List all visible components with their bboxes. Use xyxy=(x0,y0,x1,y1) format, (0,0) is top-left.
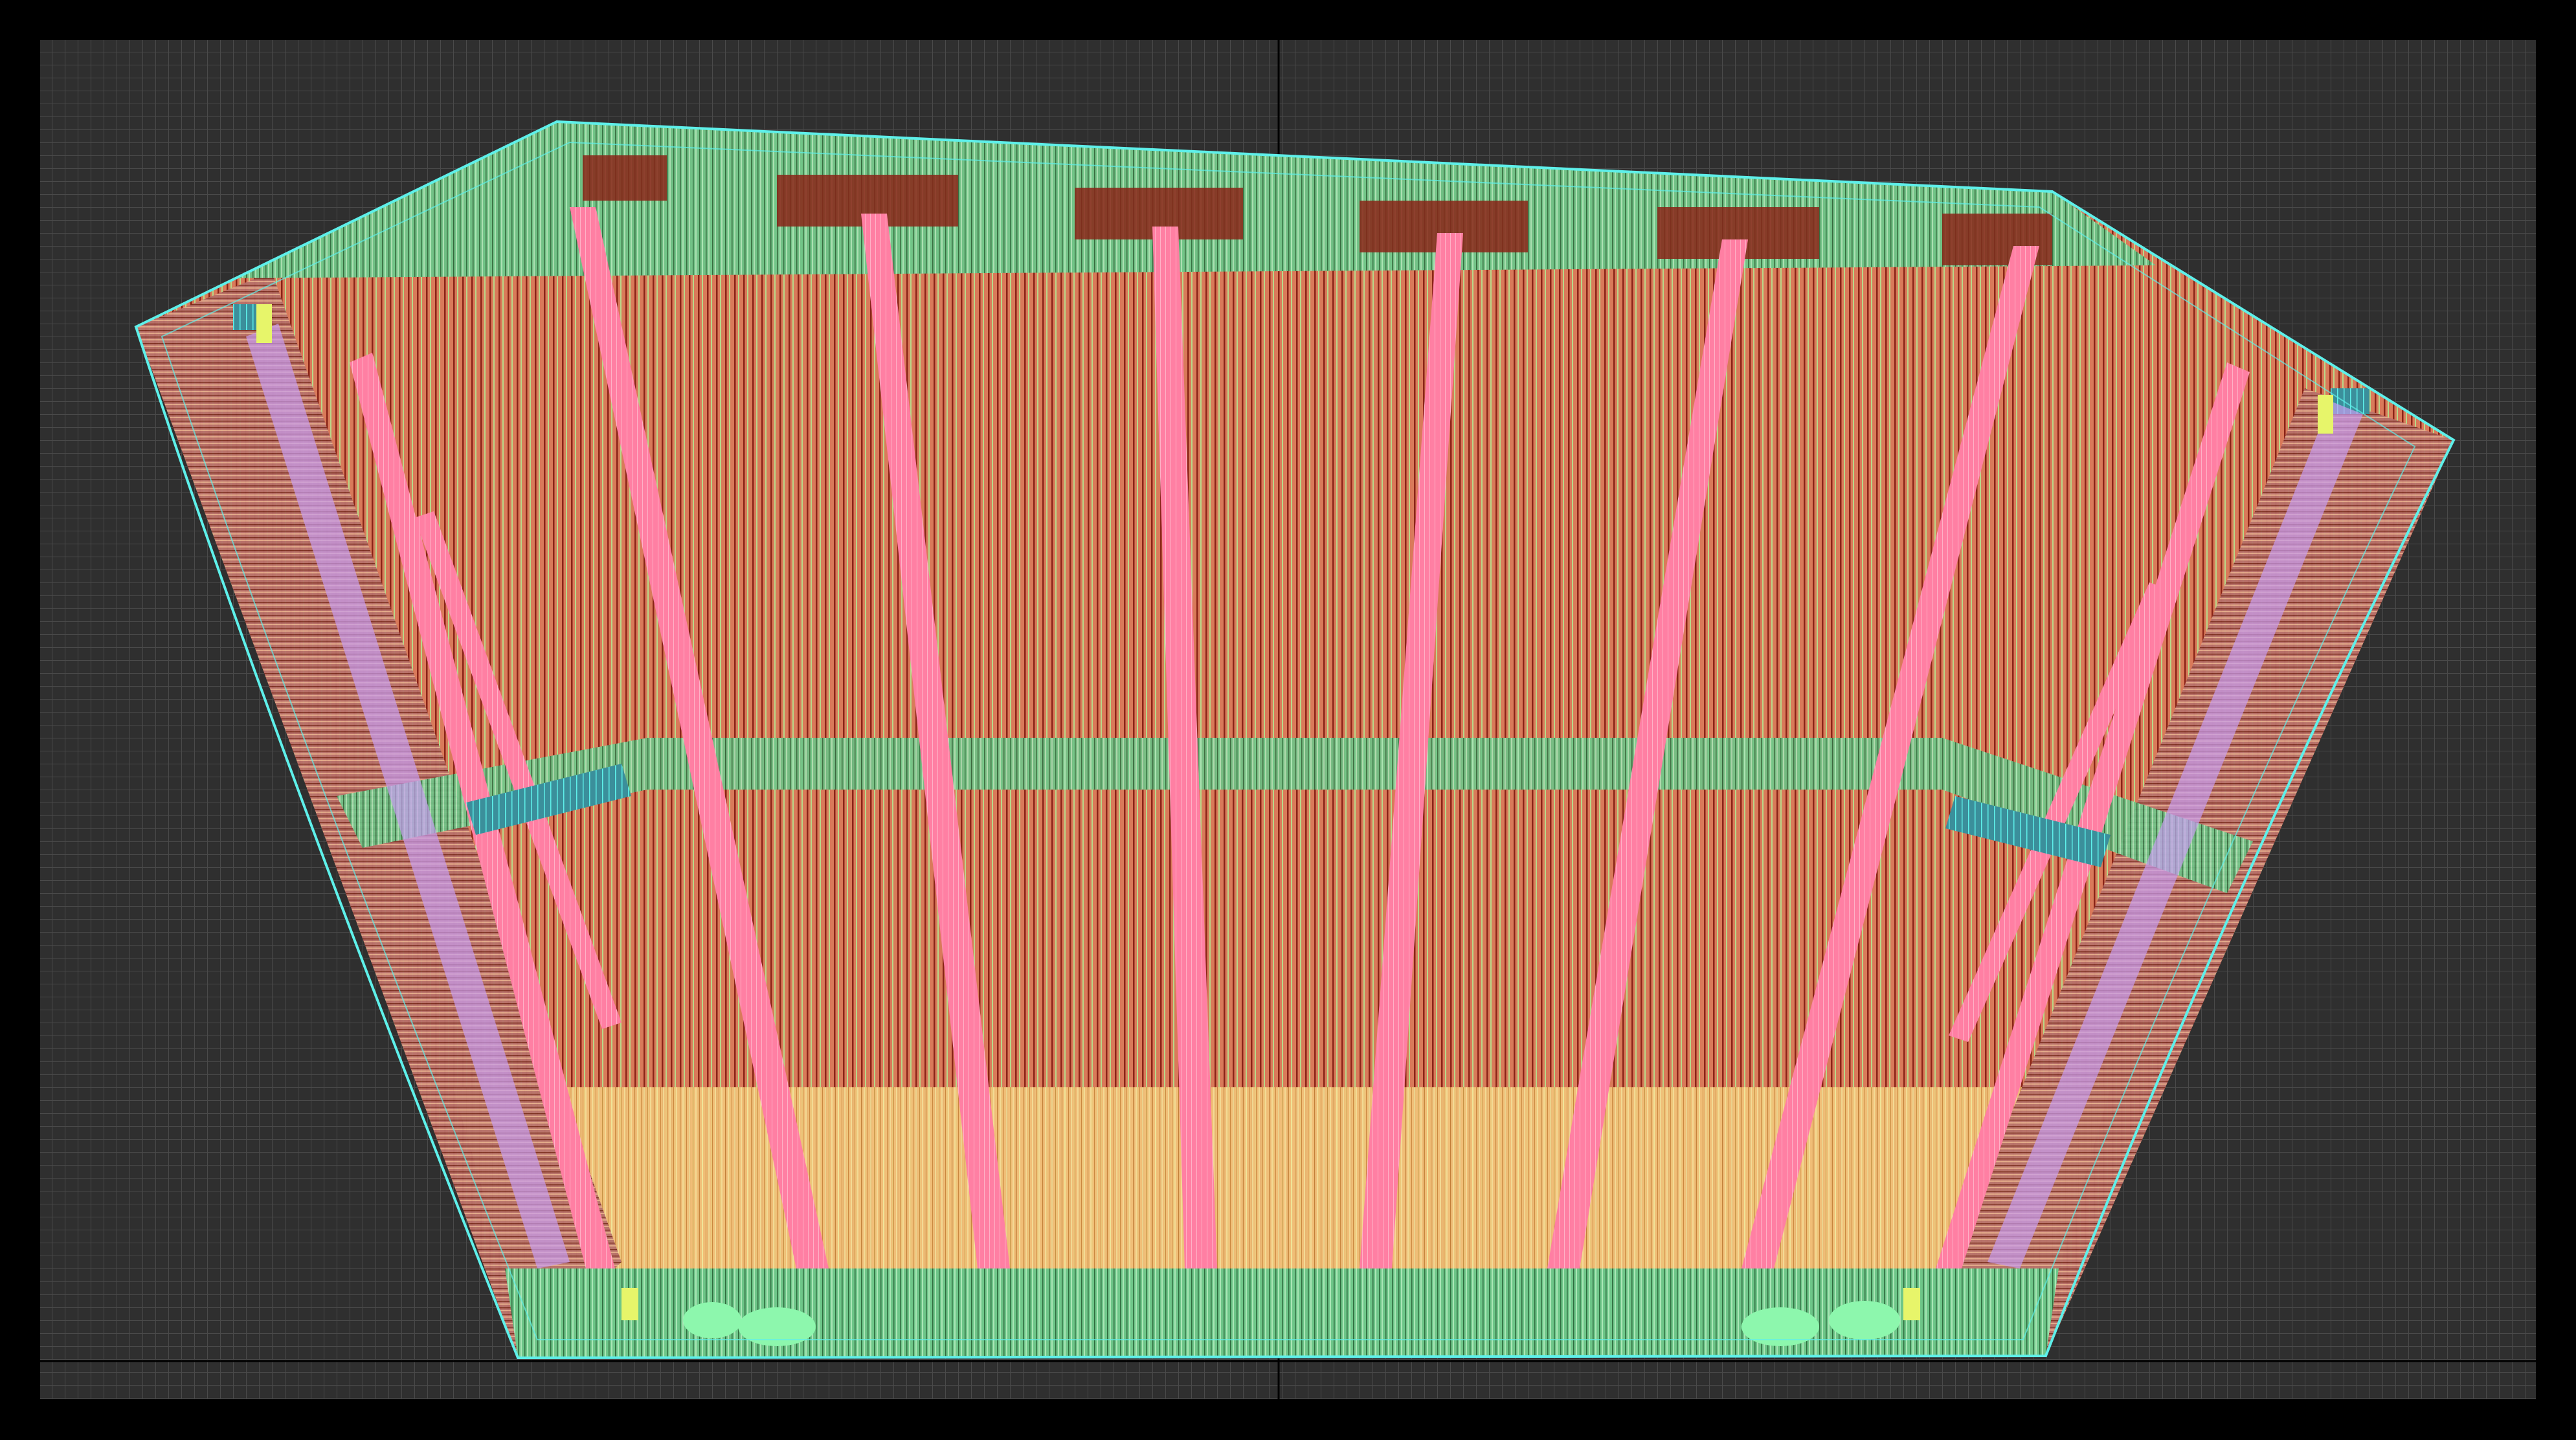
chip-boundary[interactable] xyxy=(134,120,2456,1360)
side-connectors xyxy=(233,304,2369,867)
marker-dots xyxy=(256,304,2333,1320)
chip-layout[interactable] xyxy=(129,116,2460,1366)
bottom-pads xyxy=(683,1301,1900,1346)
chip-inner-boundary xyxy=(161,141,2416,1340)
top-via-blocks xyxy=(583,155,2052,265)
mid-signal-band xyxy=(337,738,2253,893)
edge-violet-strips xyxy=(246,324,2363,1268)
lower-core-fill xyxy=(453,1087,2111,1268)
bottom-io-band xyxy=(505,1268,2059,1358)
